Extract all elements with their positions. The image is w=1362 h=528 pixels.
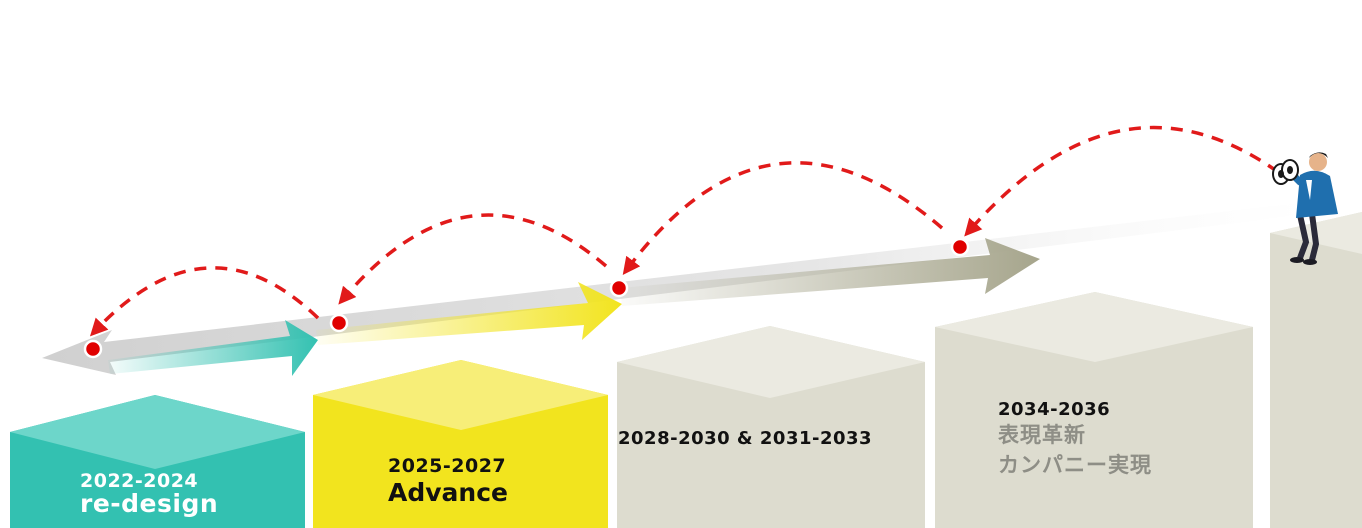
dashed-arc-1: [96, 268, 318, 330]
marker-dot-4: [952, 239, 968, 255]
phase-label-4: 2034-2036 表現革新 カンパニー実現: [998, 399, 1152, 480]
phase-label-1: 2022-2024 re-design: [80, 470, 218, 516]
phase-line-4a: 表現革新: [998, 420, 1152, 450]
phase-years-2: 2025-2027: [388, 455, 508, 477]
marker-dot-3: [611, 280, 627, 296]
dashed-arc-2: [344, 215, 606, 298]
phase-years-3: 2028-2030 & 2031-2033: [618, 428, 872, 449]
phase-line-4b: カンパニー実現: [998, 450, 1152, 480]
phase-name-2: Advance: [388, 477, 508, 509]
phase-block-5: [1270, 212, 1362, 528]
phase-block-3: [617, 326, 925, 528]
phase-years-4: 2034-2036: [998, 399, 1152, 420]
phase-label-3: 2028-2030 & 2031-2033: [618, 428, 872, 449]
marker-dot-2: [331, 315, 347, 331]
phase-label-2: 2025-2027 Advance: [388, 455, 508, 509]
marker-dot-1: [85, 341, 101, 357]
phase-name-1: re-design: [80, 492, 218, 516]
